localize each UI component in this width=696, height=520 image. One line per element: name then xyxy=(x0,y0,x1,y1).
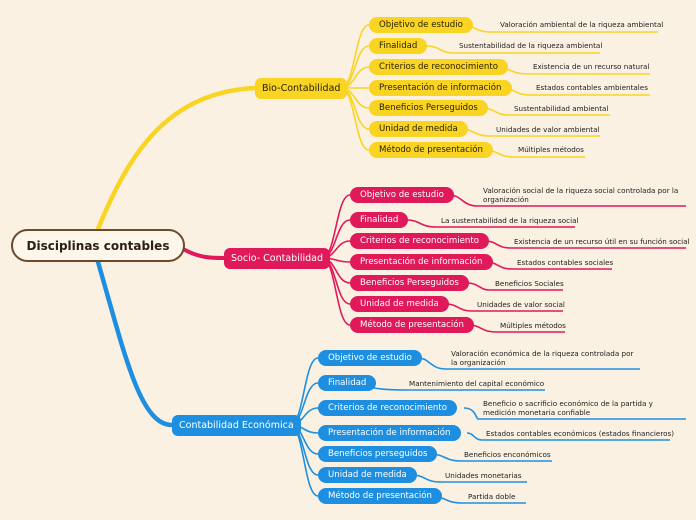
bio-detail-unidad: Unidades de valor ambiental xyxy=(496,125,600,134)
economica-item-finalidad[interactable]: Finalidad xyxy=(318,375,377,391)
bio-item-metodo[interactable]: Método de presentación xyxy=(369,142,493,158)
socio-detail-presentacion: Estados contables sociales xyxy=(517,258,614,267)
connector-root-economica xyxy=(95,259,175,428)
economica-item-unidad[interactable]: Unidad de medida xyxy=(318,467,417,483)
branch-contabilidad-economica[interactable]: Contabilidad Económica xyxy=(172,415,301,436)
economica-item-metodo[interactable]: Método de presentación xyxy=(318,488,442,504)
bio-detail-beneficios: Sustentabilidad ambiental xyxy=(514,104,609,113)
economica-detail-criterios: Beneficio o sacrificio económico de la p… xyxy=(483,399,653,417)
bio-item-finalidad[interactable]: Finalidad xyxy=(369,38,428,54)
bio-detail-finalidad: Sustentabilidad de la riqueza ambiental xyxy=(459,41,603,50)
socio-item-presentacion[interactable]: Presentación de información xyxy=(350,254,493,270)
branch-bio-contabilidad[interactable]: Bio-Contabilidad xyxy=(255,78,348,99)
bio-item-unidad[interactable]: Unidad de medida xyxy=(369,121,468,137)
socio-item-objetivo[interactable]: Objetivo de estudio xyxy=(350,187,454,203)
bio-item-presentacion[interactable]: Presentación de información xyxy=(369,80,512,96)
economica-item-objetivo[interactable]: Objetivo de estudio xyxy=(318,350,422,366)
economica-item-beneficios[interactable]: Beneficios perseguidos xyxy=(318,446,438,462)
root-node[interactable]: Disciplinas contables xyxy=(11,229,185,262)
bio-detail-presentacion: Estados contables ambientales xyxy=(536,83,648,92)
economica-item-criterios[interactable]: Criterios de reconocimiento xyxy=(318,400,457,416)
bio-detail-objetivo: Valoración ambiental de la riqueza ambie… xyxy=(500,20,664,29)
bio-item-objetivo[interactable]: Objetivo de estudio xyxy=(369,17,473,33)
socio-detail-metodo: Múltiples métodos xyxy=(500,321,566,330)
economica-detail-metodo: Partida doble xyxy=(468,492,516,501)
economica-detail-beneficios: Beneficios enconómicos xyxy=(464,450,551,459)
socio-item-beneficios[interactable]: Beneficios Perseguidos xyxy=(350,275,469,291)
bio-item-beneficios[interactable]: Beneficios Perseguidos xyxy=(369,100,488,116)
economica-detail-finalidad: Mantenimiento del capital económico xyxy=(409,379,545,388)
bio-detail-metodo: Múltiples métodos xyxy=(518,145,584,154)
socio-item-finalidad[interactable]: Finalidad xyxy=(350,212,409,228)
branch-socio-contabilidad[interactable]: Socio- Contabilidad xyxy=(224,248,330,269)
economica-item-presentacion[interactable]: Presentación de información xyxy=(318,425,461,441)
connector-root-bio xyxy=(95,85,258,232)
connector-root-socio xyxy=(183,248,226,260)
economica-detail-objetivo: Valoración económica de la riqueza contr… xyxy=(451,349,634,367)
socio-detail-unidad: Unidades de valor social xyxy=(477,300,565,309)
socio-item-criterios[interactable]: Criterios de reconocimiento xyxy=(350,233,489,249)
socio-item-unidad[interactable]: Unidad de medida xyxy=(350,296,449,312)
socio-detail-finalidad: La sustentabilidad de la riqueza social xyxy=(441,216,579,225)
socio-detail-objetivo: Valoración social de la riqueza social c… xyxy=(483,186,679,204)
socio-item-metodo[interactable]: Método de presentación xyxy=(350,317,474,333)
economica-detail-presentacion: Estados contables económicos (estados fi… xyxy=(486,429,675,438)
socio-detail-beneficios: Beneficios Sociales xyxy=(495,279,564,288)
economica-detail-unidad: Unidades monetarias xyxy=(445,471,522,480)
socio-detail-criterios: Existencia de un recurso útil en su func… xyxy=(514,237,690,246)
bio-detail-criterios: Existencia de un recurso natural xyxy=(533,62,650,71)
bio-item-criterios[interactable]: Criterios de reconocimiento xyxy=(369,59,508,75)
